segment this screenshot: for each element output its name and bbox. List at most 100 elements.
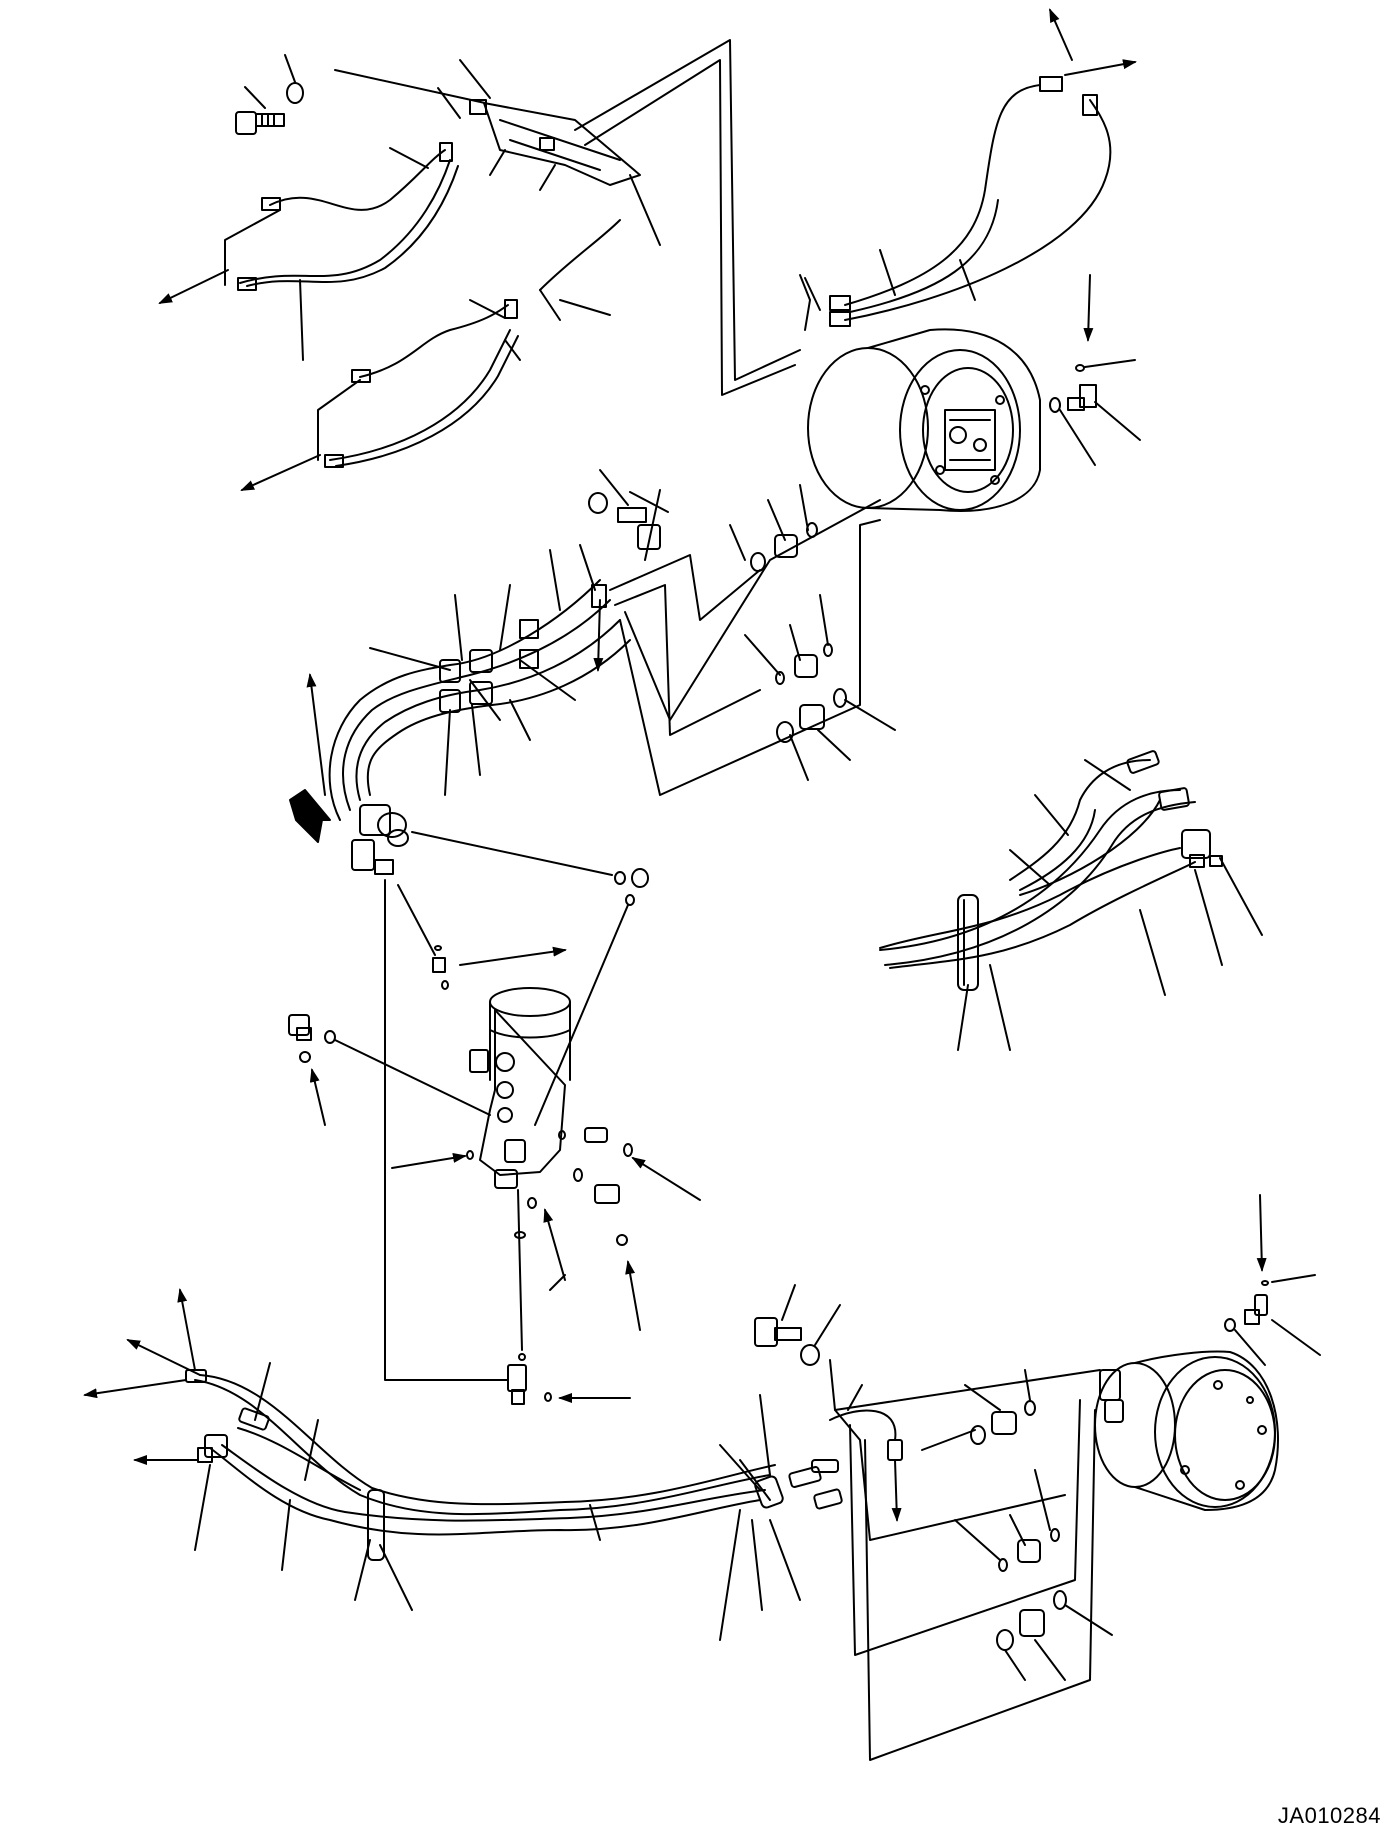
direction-arrow: [391, 1153, 467, 1169]
pipe: [619, 519, 881, 796]
union-fitting: [774, 534, 798, 558]
pipe: [614, 584, 761, 736]
direction-arrow: [631, 1156, 701, 1201]
direction-arrow: [593, 599, 604, 672]
top-left-hose-group: [158, 54, 661, 491]
leader: [539, 289, 561, 321]
o-ring: [623, 1143, 633, 1157]
o-ring: [776, 721, 794, 743]
leader: [334, 69, 486, 104]
hose: [328, 579, 601, 821]
o-ring: [573, 1168, 583, 1182]
left-adapter: [288, 1014, 312, 1041]
fitting: [754, 1475, 784, 1509]
fitting: [887, 1439, 903, 1461]
o-ring: [1049, 397, 1061, 413]
fitting: [504, 299, 518, 319]
pipe: [864, 1409, 1096, 1761]
direction-arrow: [309, 1068, 326, 1126]
top-right-travel-motor-assembly: [574, 8, 1141, 512]
direction-arrow: [1083, 274, 1094, 342]
hose: [355, 619, 621, 801]
group-outline: [317, 379, 361, 461]
union-fitting: [794, 654, 818, 678]
hose: [1019, 799, 1161, 896]
elbow-fitting: [1181, 829, 1223, 868]
direction-arrow: [1049, 8, 1073, 61]
hose: [329, 329, 511, 461]
plug: [631, 868, 649, 888]
fitting: [261, 197, 281, 211]
fitting: [788, 1466, 822, 1488]
o-ring: [299, 1051, 311, 1063]
fitting: [439, 659, 461, 683]
bottom-travel-motor-assembly: [83, 1194, 1321, 1761]
o-ring: [996, 1629, 1014, 1651]
hose: [366, 639, 631, 796]
hose: [199, 1374, 776, 1506]
hose: [194, 1379, 771, 1516]
pipe: [624, 499, 881, 721]
direction-arrow: [1064, 59, 1137, 76]
direction-arrow: [158, 269, 229, 304]
bolt: [235, 111, 285, 135]
hose: [884, 801, 1196, 966]
direction-arrow: [306, 673, 326, 796]
direction-arrow: [891, 1459, 902, 1522]
fitting: [324, 454, 344, 468]
hose: [844, 84, 1041, 306]
direction-arrow: [1256, 1194, 1267, 1272]
manifold-block: [469, 99, 641, 186]
lower-swivel-fitting: [507, 1364, 527, 1405]
leader: [411, 831, 613, 876]
direction-arrow: [83, 1379, 187, 1399]
fitting: [469, 681, 493, 705]
washer: [286, 82, 304, 104]
group-outline: [224, 209, 281, 286]
hose: [237, 1427, 361, 1491]
view-arrow-icon: [289, 789, 331, 843]
hose: [335, 335, 519, 467]
pipe: [834, 1409, 1066, 1541]
o-ring: [1075, 364, 1085, 372]
elbow-fitting: [197, 1434, 228, 1463]
elbow-fitting: [1244, 1294, 1268, 1325]
hose: [879, 789, 1181, 951]
hose: [539, 219, 621, 291]
hose: [1009, 759, 1151, 881]
pipe: [609, 554, 761, 621]
o-ring: [614, 871, 626, 885]
elbow-fitting: [1067, 384, 1097, 411]
travel-motor-top: [807, 328, 1041, 512]
fitting: [351, 369, 371, 383]
bolt: [754, 1317, 802, 1347]
o-ring: [558, 1130, 566, 1140]
union-fitting: [1019, 1609, 1045, 1637]
fitting: [519, 649, 539, 669]
fitting: [813, 1488, 843, 1510]
direction-arrow: [177, 1288, 196, 1371]
hose: [246, 165, 459, 287]
washer: [800, 1344, 820, 1366]
o-ring: [527, 1197, 537, 1209]
fitting: [237, 277, 257, 291]
hose-clamp: [367, 1489, 385, 1561]
hose: [269, 149, 446, 211]
fitting: [519, 619, 539, 639]
fitting: [829, 295, 851, 311]
fitting: [1039, 76, 1063, 92]
o-ring: [544, 1392, 552, 1402]
fitting: [1126, 750, 1160, 774]
pipe: [574, 39, 801, 381]
fitting: [439, 142, 453, 162]
fitting: [1082, 94, 1098, 116]
travel-motor-bottom: [1094, 1350, 1279, 1511]
o-ring: [998, 1558, 1008, 1572]
drawing-number: JA010284: [1277, 1803, 1381, 1828]
hose: [844, 99, 1112, 321]
o-ring: [1224, 1318, 1236, 1332]
fitting: [829, 311, 851, 327]
union-fitting: [799, 704, 825, 730]
hose: [1019, 809, 1096, 891]
